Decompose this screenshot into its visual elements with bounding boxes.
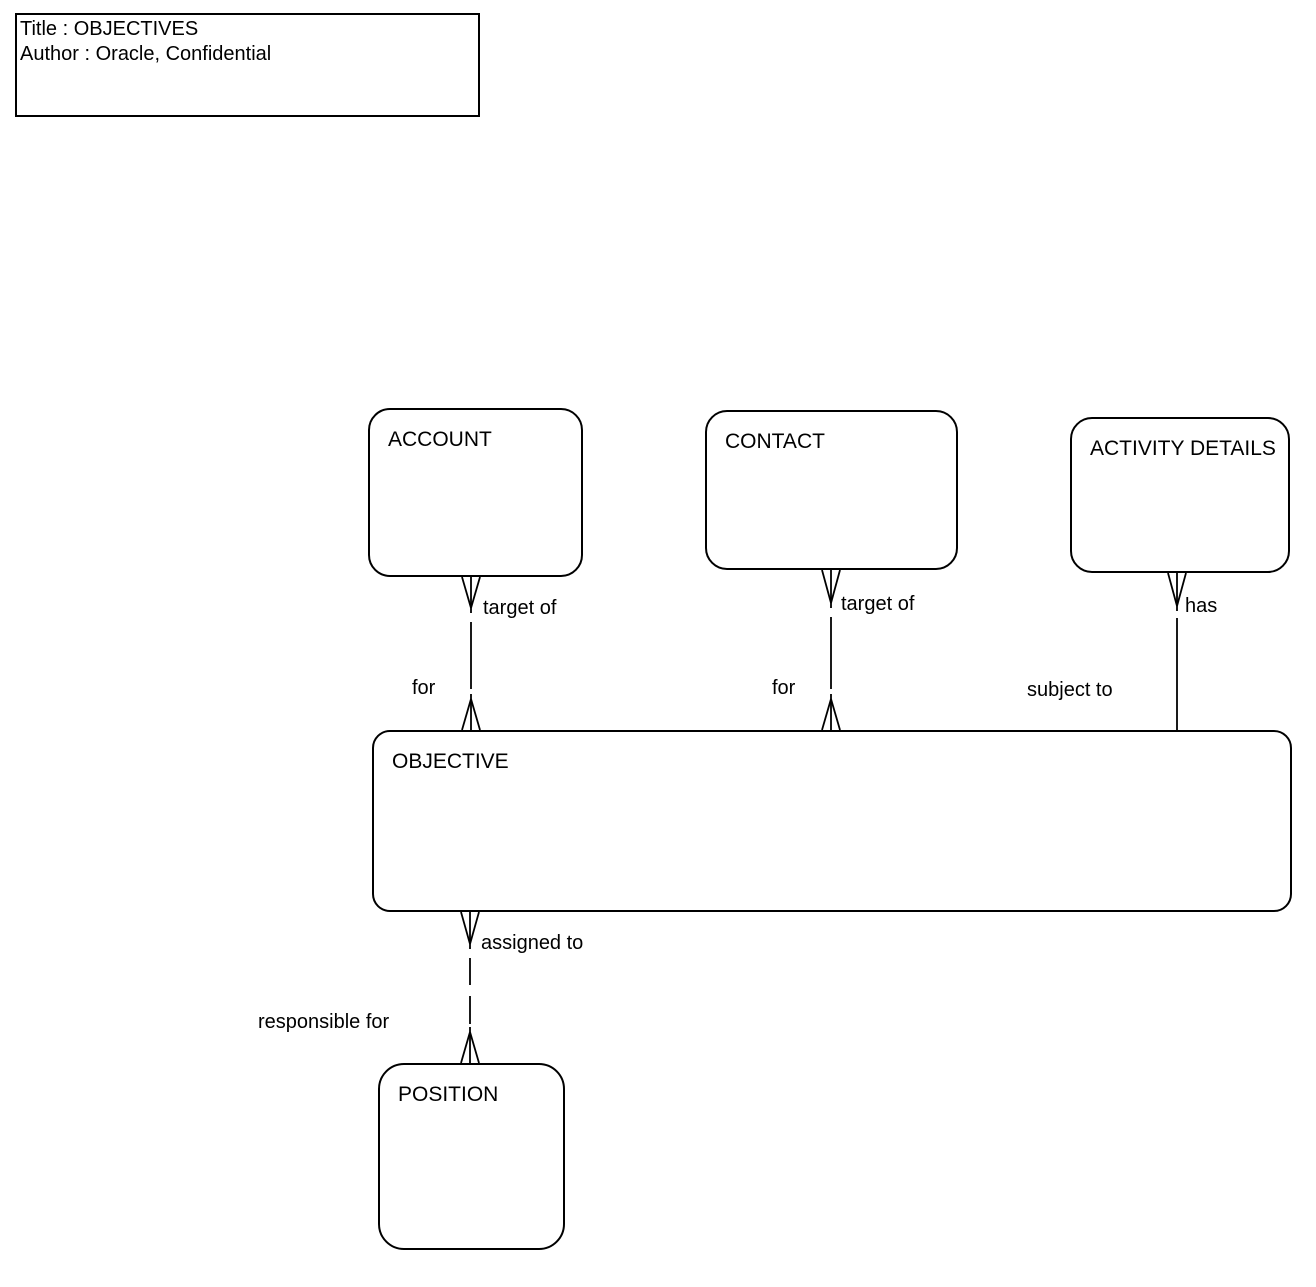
relationship-objective-account [461, 576, 481, 731]
entity-position: POSITION [378, 1063, 565, 1250]
title-box: Title : OBJECTIVES Author : Oracle, Conf… [15, 13, 480, 117]
rel-label-contact-target-of: target of [841, 593, 915, 615]
crow-foot-objective-end-position-line [460, 911, 480, 949]
crow-foot-objective-end-contact-line [821, 694, 841, 731]
rel-label-position-responsible-for: responsible for [258, 1011, 390, 1033]
rel-label-position-assigned-to: assigned to [481, 932, 584, 954]
rel-label-account-target-of: target of [483, 597, 557, 619]
crow-foot-objective-end-account-line [461, 694, 481, 731]
rel-label-activity-details-subject-to: subject to [1027, 679, 1113, 701]
entity-activity-details: ACTIVITY DETAILS [1070, 417, 1290, 573]
crow-foot-activity-details-end [1167, 572, 1187, 611]
crow-foot-account-end [461, 576, 481, 613]
diagram-author: Author : Oracle, Confidential [20, 43, 272, 65]
entity-objective: OBJECTIVE [372, 730, 1292, 912]
entity-activity-details-label: ACTIVITY DETAILS [1090, 437, 1276, 460]
relationship-objective-position [460, 911, 480, 1064]
rel-label-activity-details-has: has [1185, 595, 1218, 617]
relationship-objective-contact [821, 569, 841, 731]
rel-label-contact-for: for [772, 677, 796, 699]
entity-objective-label: OBJECTIVE [392, 750, 509, 773]
relationship-objective-activity-details [1167, 572, 1187, 731]
entity-contact: CONTACT [705, 410, 958, 570]
entity-account-label: ACCOUNT [388, 428, 492, 451]
crow-foot-contact-end [821, 569, 841, 608]
entity-position-label: POSITION [398, 1083, 499, 1106]
entity-account: ACCOUNT [368, 408, 583, 577]
entity-contact-label: CONTACT [725, 430, 825, 453]
crow-foot-position-end [460, 1027, 480, 1064]
rel-label-account-for: for [412, 677, 436, 699]
diagram-title: Title : OBJECTIVES [20, 18, 199, 40]
